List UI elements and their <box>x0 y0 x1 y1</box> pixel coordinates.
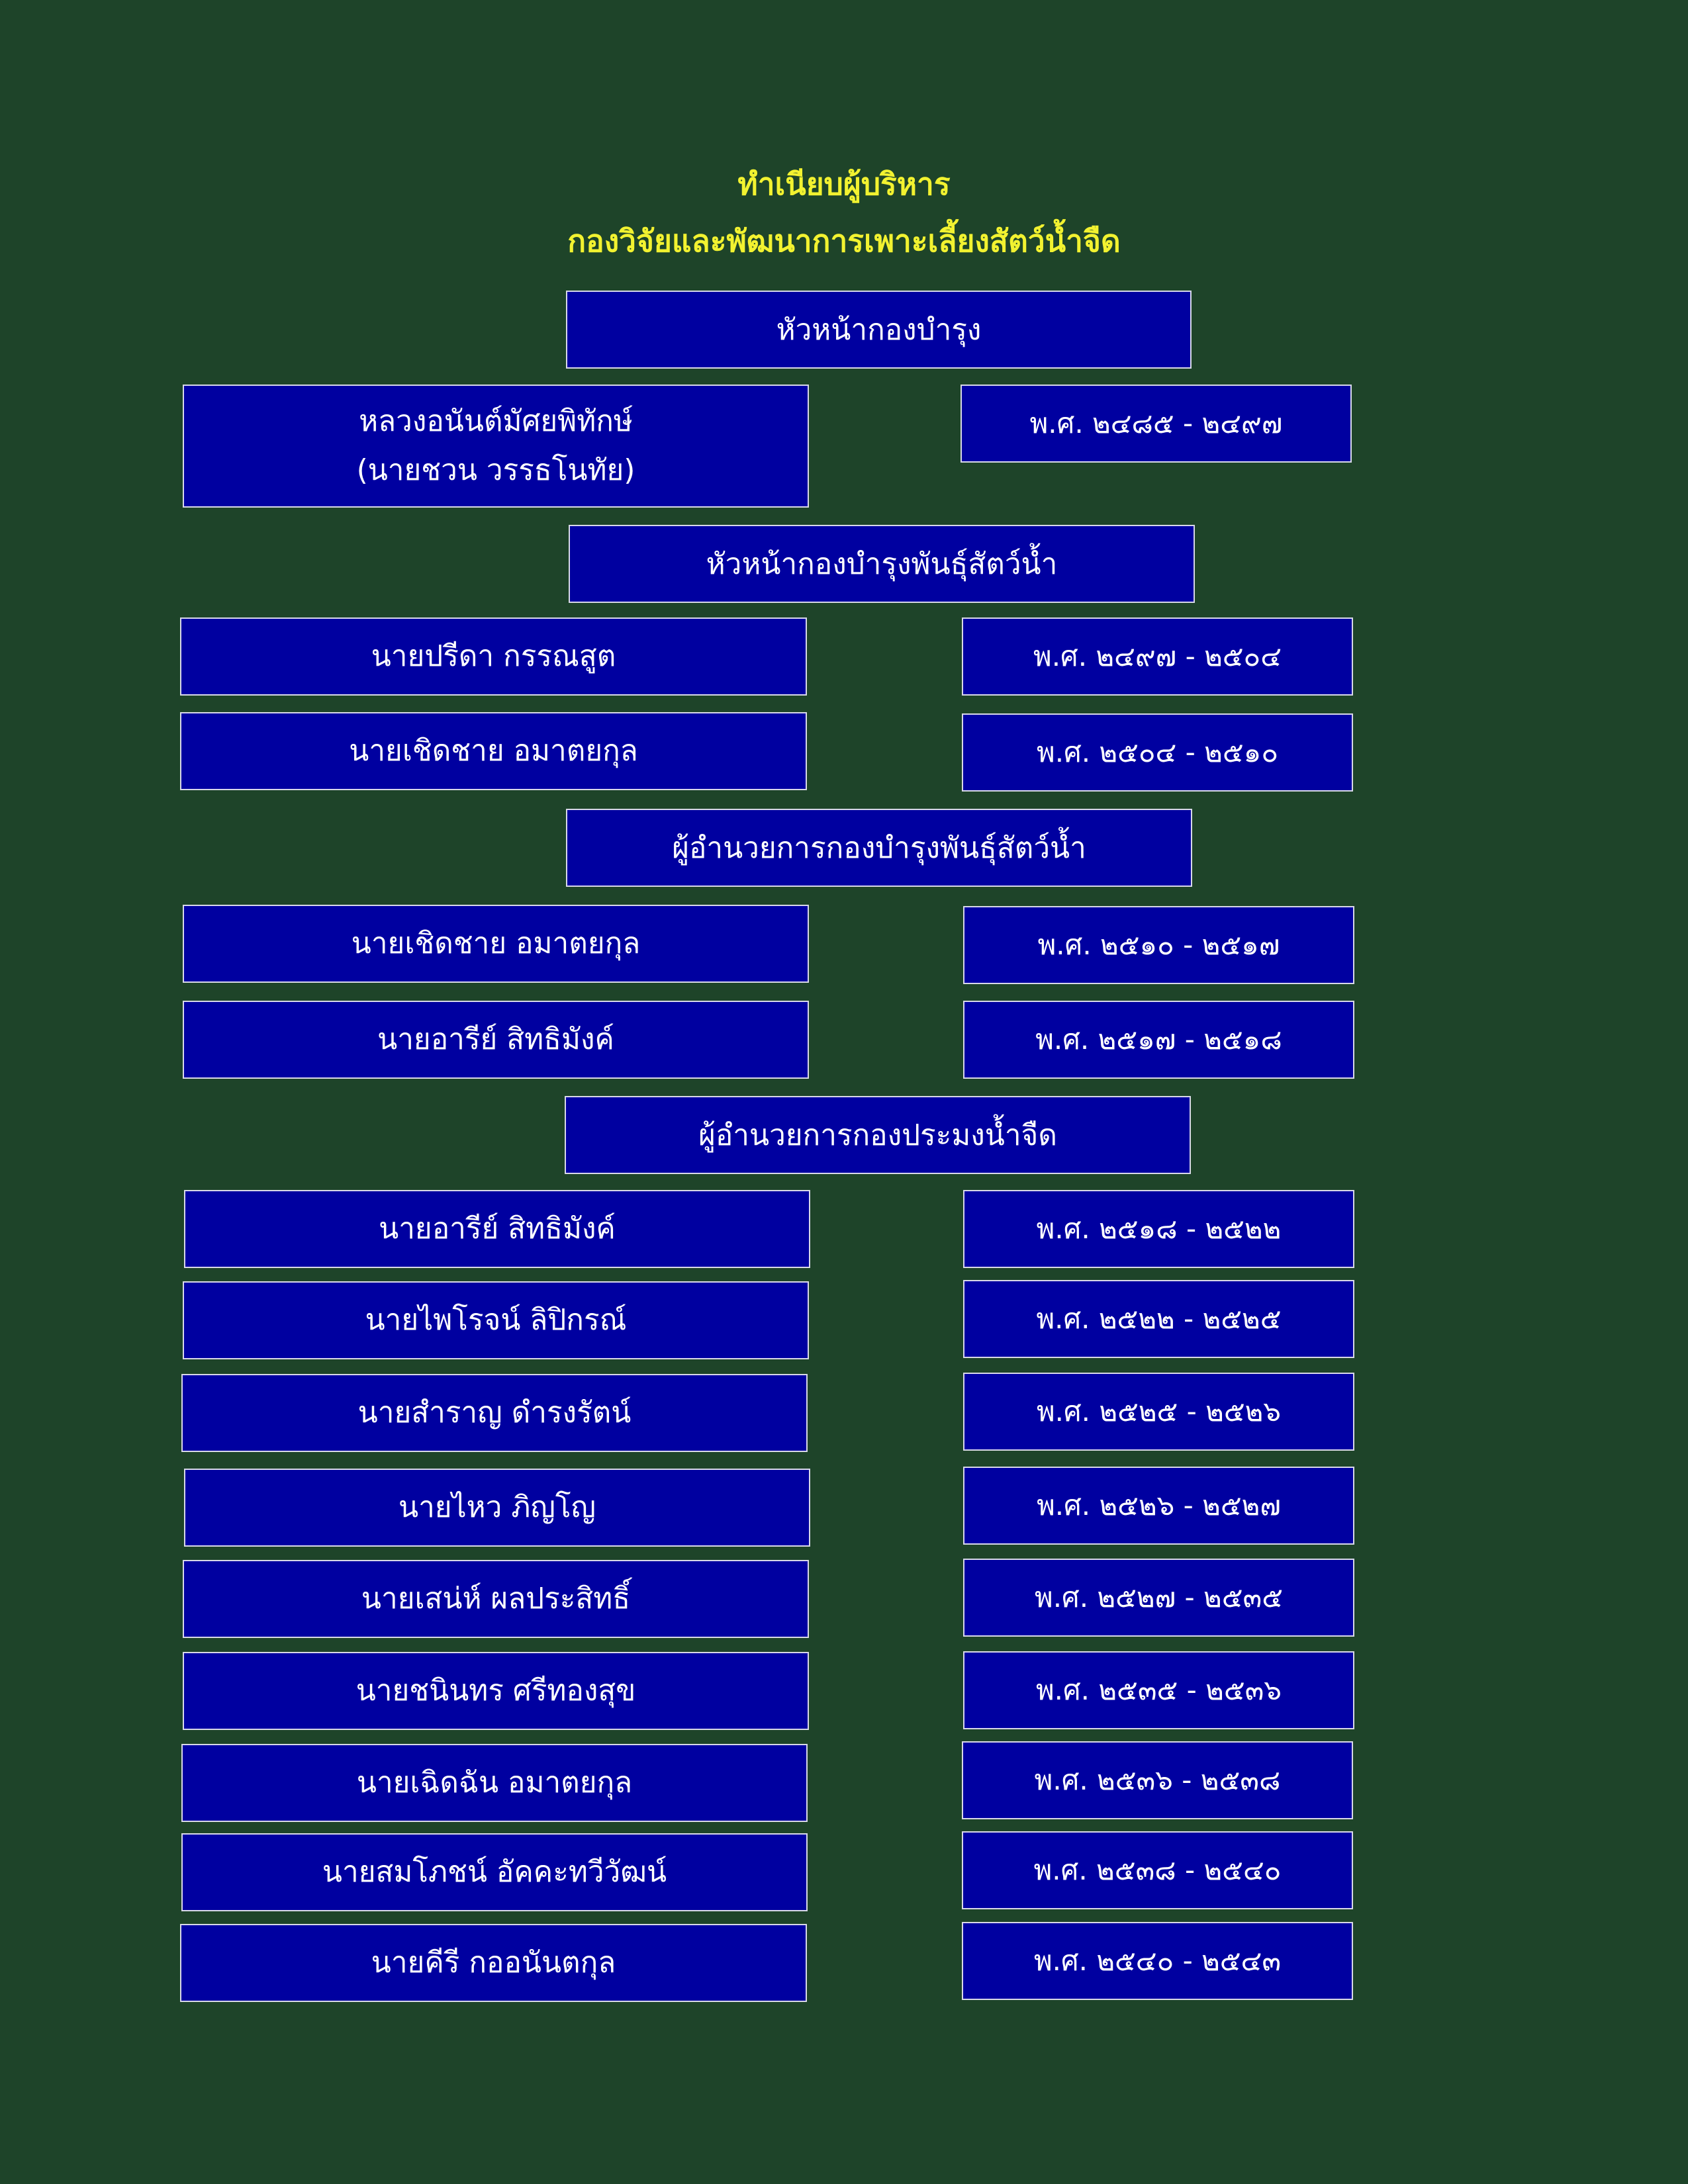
period-box: พ.ศ. ๒๔๘๕ - ๒๔๙๗ <box>961 385 1352 463</box>
period-box: พ.ศ. ๒๕๑๗ - ๒๕๑๘ <box>963 1001 1354 1079</box>
name-box: นายสำราญ ดำรงรัตน์ <box>181 1374 808 1452</box>
period-box: พ.ศ. ๒๕๓๘ - ๒๕๔๐ <box>962 1831 1353 1909</box>
page-subtitle: กองวิจัยและพัฒนาการเพาะเลี้ยงสัตว์น้ำจืด <box>567 223 1121 259</box>
name-box: นายเชิดชาย อมาตยกุล <box>183 905 809 983</box>
period-box: พ.ศ. ๒๕๐๔ - ๒๕๑๐ <box>962 713 1353 792</box>
name-box: นายคีรี กออนันตกุล <box>180 1924 807 2002</box>
period-box: พ.ศ. ๒๕๔๐ - ๒๕๔๓ <box>962 1922 1353 2000</box>
name-subtext: (นายชวน วรรธโนทัย) <box>356 453 635 487</box>
period-box: พ.ศ. ๒๕๓๕ - ๒๕๓๖ <box>963 1651 1354 1729</box>
name-box: หลวงอนันต์มัศยพิทักษ์ (นายชวน วรรธโนทัย) <box>183 385 809 508</box>
period-box: พ.ศ. ๒๕๓๖ - ๒๕๓๘ <box>962 1741 1353 1819</box>
name-box: นายไพโรจน์ ลิปิกรณ์ <box>183 1281 809 1359</box>
name-box: นายเสน่ห์ ผลประสิทธิ์ <box>183 1560 809 1638</box>
section-heading: หัวหน้ากองบำรุงพันธุ์สัตว์น้ำ <box>569 525 1195 603</box>
period-box: พ.ศ. ๒๕๒๗ - ๒๕๓๕ <box>963 1559 1354 1637</box>
section-heading: ผู้อำนวยการกองประมงน้ำจืด <box>565 1096 1191 1174</box>
period-box: พ.ศ. ๒๕๒๕ - ๒๕๒๖ <box>963 1373 1354 1451</box>
name-box: นายอารีย์ สิทธิมังค์ <box>183 1001 809 1079</box>
name-box: นายเฉิดฉัน อมาตยกุล <box>181 1744 808 1822</box>
name-box: นายชนินทร ศรีทองสุข <box>183 1652 809 1730</box>
name-box: นายไหว ภิญโญ <box>184 1469 810 1547</box>
page-title: ทำเนียบผู้บริหาร <box>737 166 951 202</box>
section-heading: ผู้อำนวยการกองบำรุงพันธุ์สัตว์น้ำ <box>566 809 1192 887</box>
name-box: นายอารีย์ สิทธิมังค์ <box>184 1190 810 1268</box>
name-box: นายเชิดชาย อมาตยกุล <box>180 712 807 790</box>
name-box: นายปรีดา กรรณสูต <box>180 617 807 696</box>
period-box: พ.ศ. ๒๕๒๖ - ๒๕๒๗ <box>963 1467 1354 1545</box>
period-box: พ.ศ. ๒๕๒๒ - ๒๕๒๕ <box>963 1280 1354 1358</box>
section-heading: หัวหน้ากองบำรุง <box>566 291 1192 369</box>
period-box: พ.ศ. ๒๕๑๘ - ๒๕๒๒ <box>963 1190 1354 1268</box>
period-box: พ.ศ. ๒๕๑๐ - ๒๕๑๗ <box>963 906 1354 984</box>
period-box: พ.ศ. ๒๔๙๗ - ๒๕๐๔ <box>962 617 1353 696</box>
name-box: นายสมโภชน์ อัคคะทวีวัฒน์ <box>181 1833 808 1911</box>
name-text: หลวงอนันต์มัศยพิทักษ์ <box>359 404 633 438</box>
